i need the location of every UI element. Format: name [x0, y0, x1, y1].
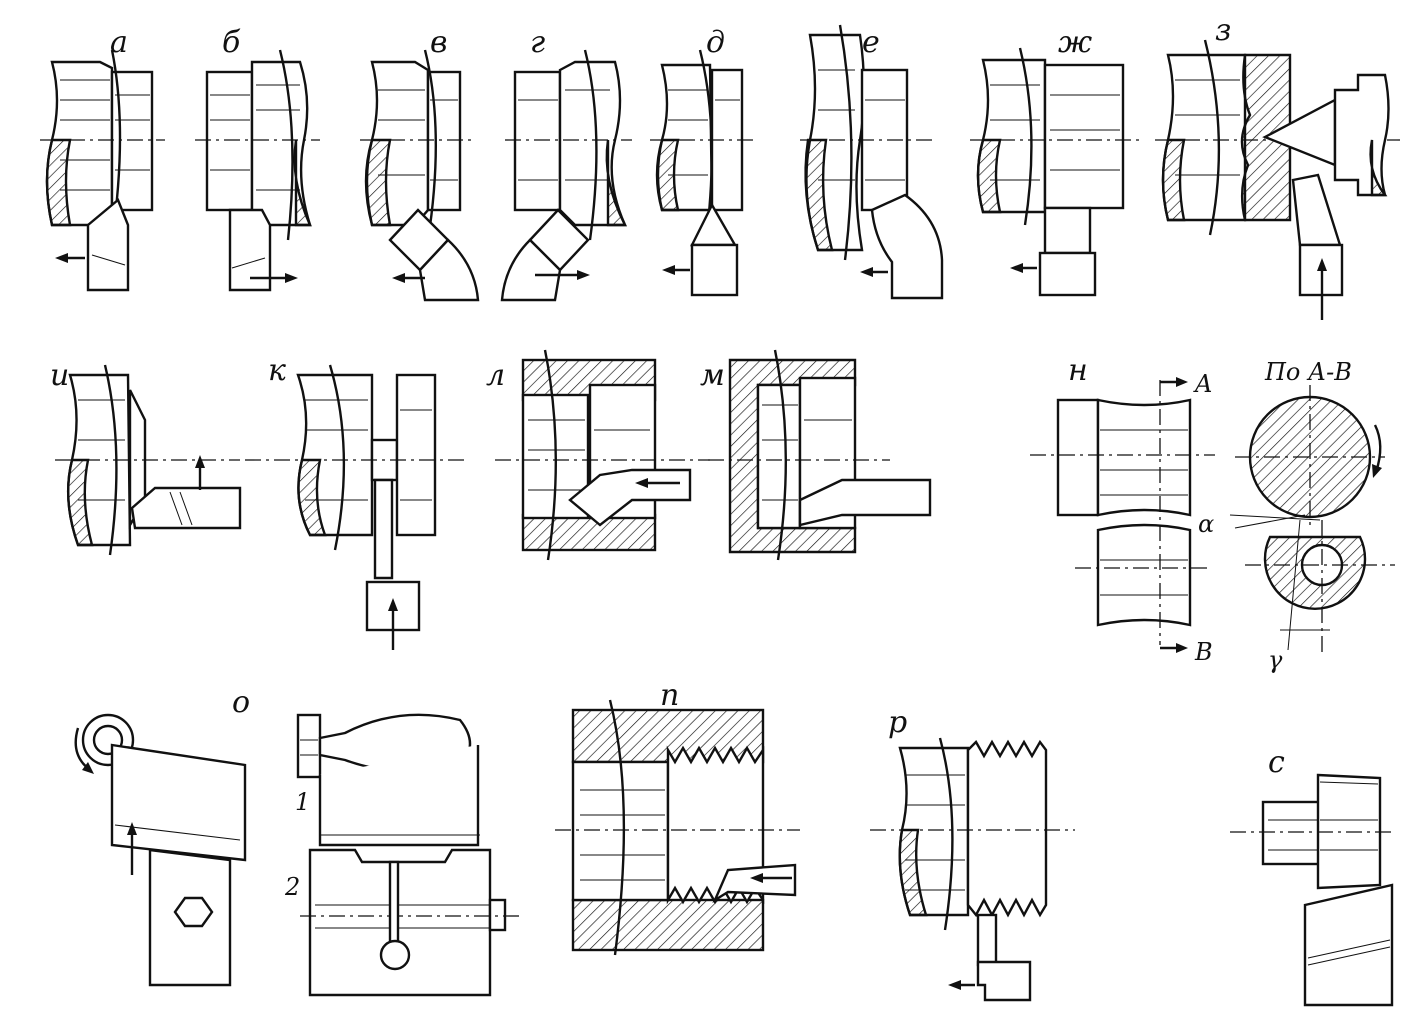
panel-e: е: [800, 24, 944, 300]
label-m: м: [700, 358, 725, 393]
panel-g: г: [500, 25, 632, 302]
panel-r: р: [870, 705, 1075, 1002]
panel-s: с: [1230, 745, 1395, 1007]
section-mark-a: A: [1193, 370, 1212, 398]
label-zh: ж: [1058, 25, 1092, 60]
label-v: в: [430, 25, 447, 60]
panel-n: A B н: [1030, 353, 1215, 666]
label-o: о: [232, 685, 250, 720]
label-p: п: [660, 678, 679, 713]
gamma-label: γ: [1268, 646, 1283, 674]
label-a: а: [110, 25, 128, 60]
panel-zh: ж: [970, 25, 1140, 297]
label-n: н: [1068, 353, 1088, 388]
panel-a: а: [40, 25, 165, 292]
panel-o: о: [74, 685, 250, 987]
label-k: к: [268, 353, 286, 388]
panel-b: б: [195, 25, 320, 292]
label-e: е: [862, 25, 880, 60]
label-section: По А-В: [1264, 358, 1352, 386]
panel-v: в: [360, 25, 480, 302]
label-b: б: [222, 25, 241, 60]
panel-o-detail: 1 2: [284, 713, 520, 997]
label-l: л: [486, 358, 505, 393]
panel-l: л: [486, 349, 710, 561]
label-s: с: [1268, 745, 1285, 780]
label-d: д: [706, 25, 725, 60]
panel-p: п: [555, 678, 800, 956]
panel-m: м: [700, 349, 932, 561]
part-number-1: 1: [295, 788, 310, 816]
panel-k: к: [245, 353, 465, 650]
label-r: р: [888, 705, 907, 740]
label-z: з: [1215, 13, 1231, 48]
label-i: и: [50, 358, 69, 393]
section-mark-b: B: [1194, 638, 1213, 666]
panel-i: и: [50, 358, 242, 556]
panel-z: з: [1155, 13, 1400, 320]
label-g: г: [530, 25, 545, 60]
part-number-2: 2: [284, 873, 300, 901]
panel-section-ab: α γ По А-В: [1198, 358, 1395, 674]
alpha-label: α: [1198, 510, 1214, 538]
panel-d: д: [650, 25, 755, 297]
